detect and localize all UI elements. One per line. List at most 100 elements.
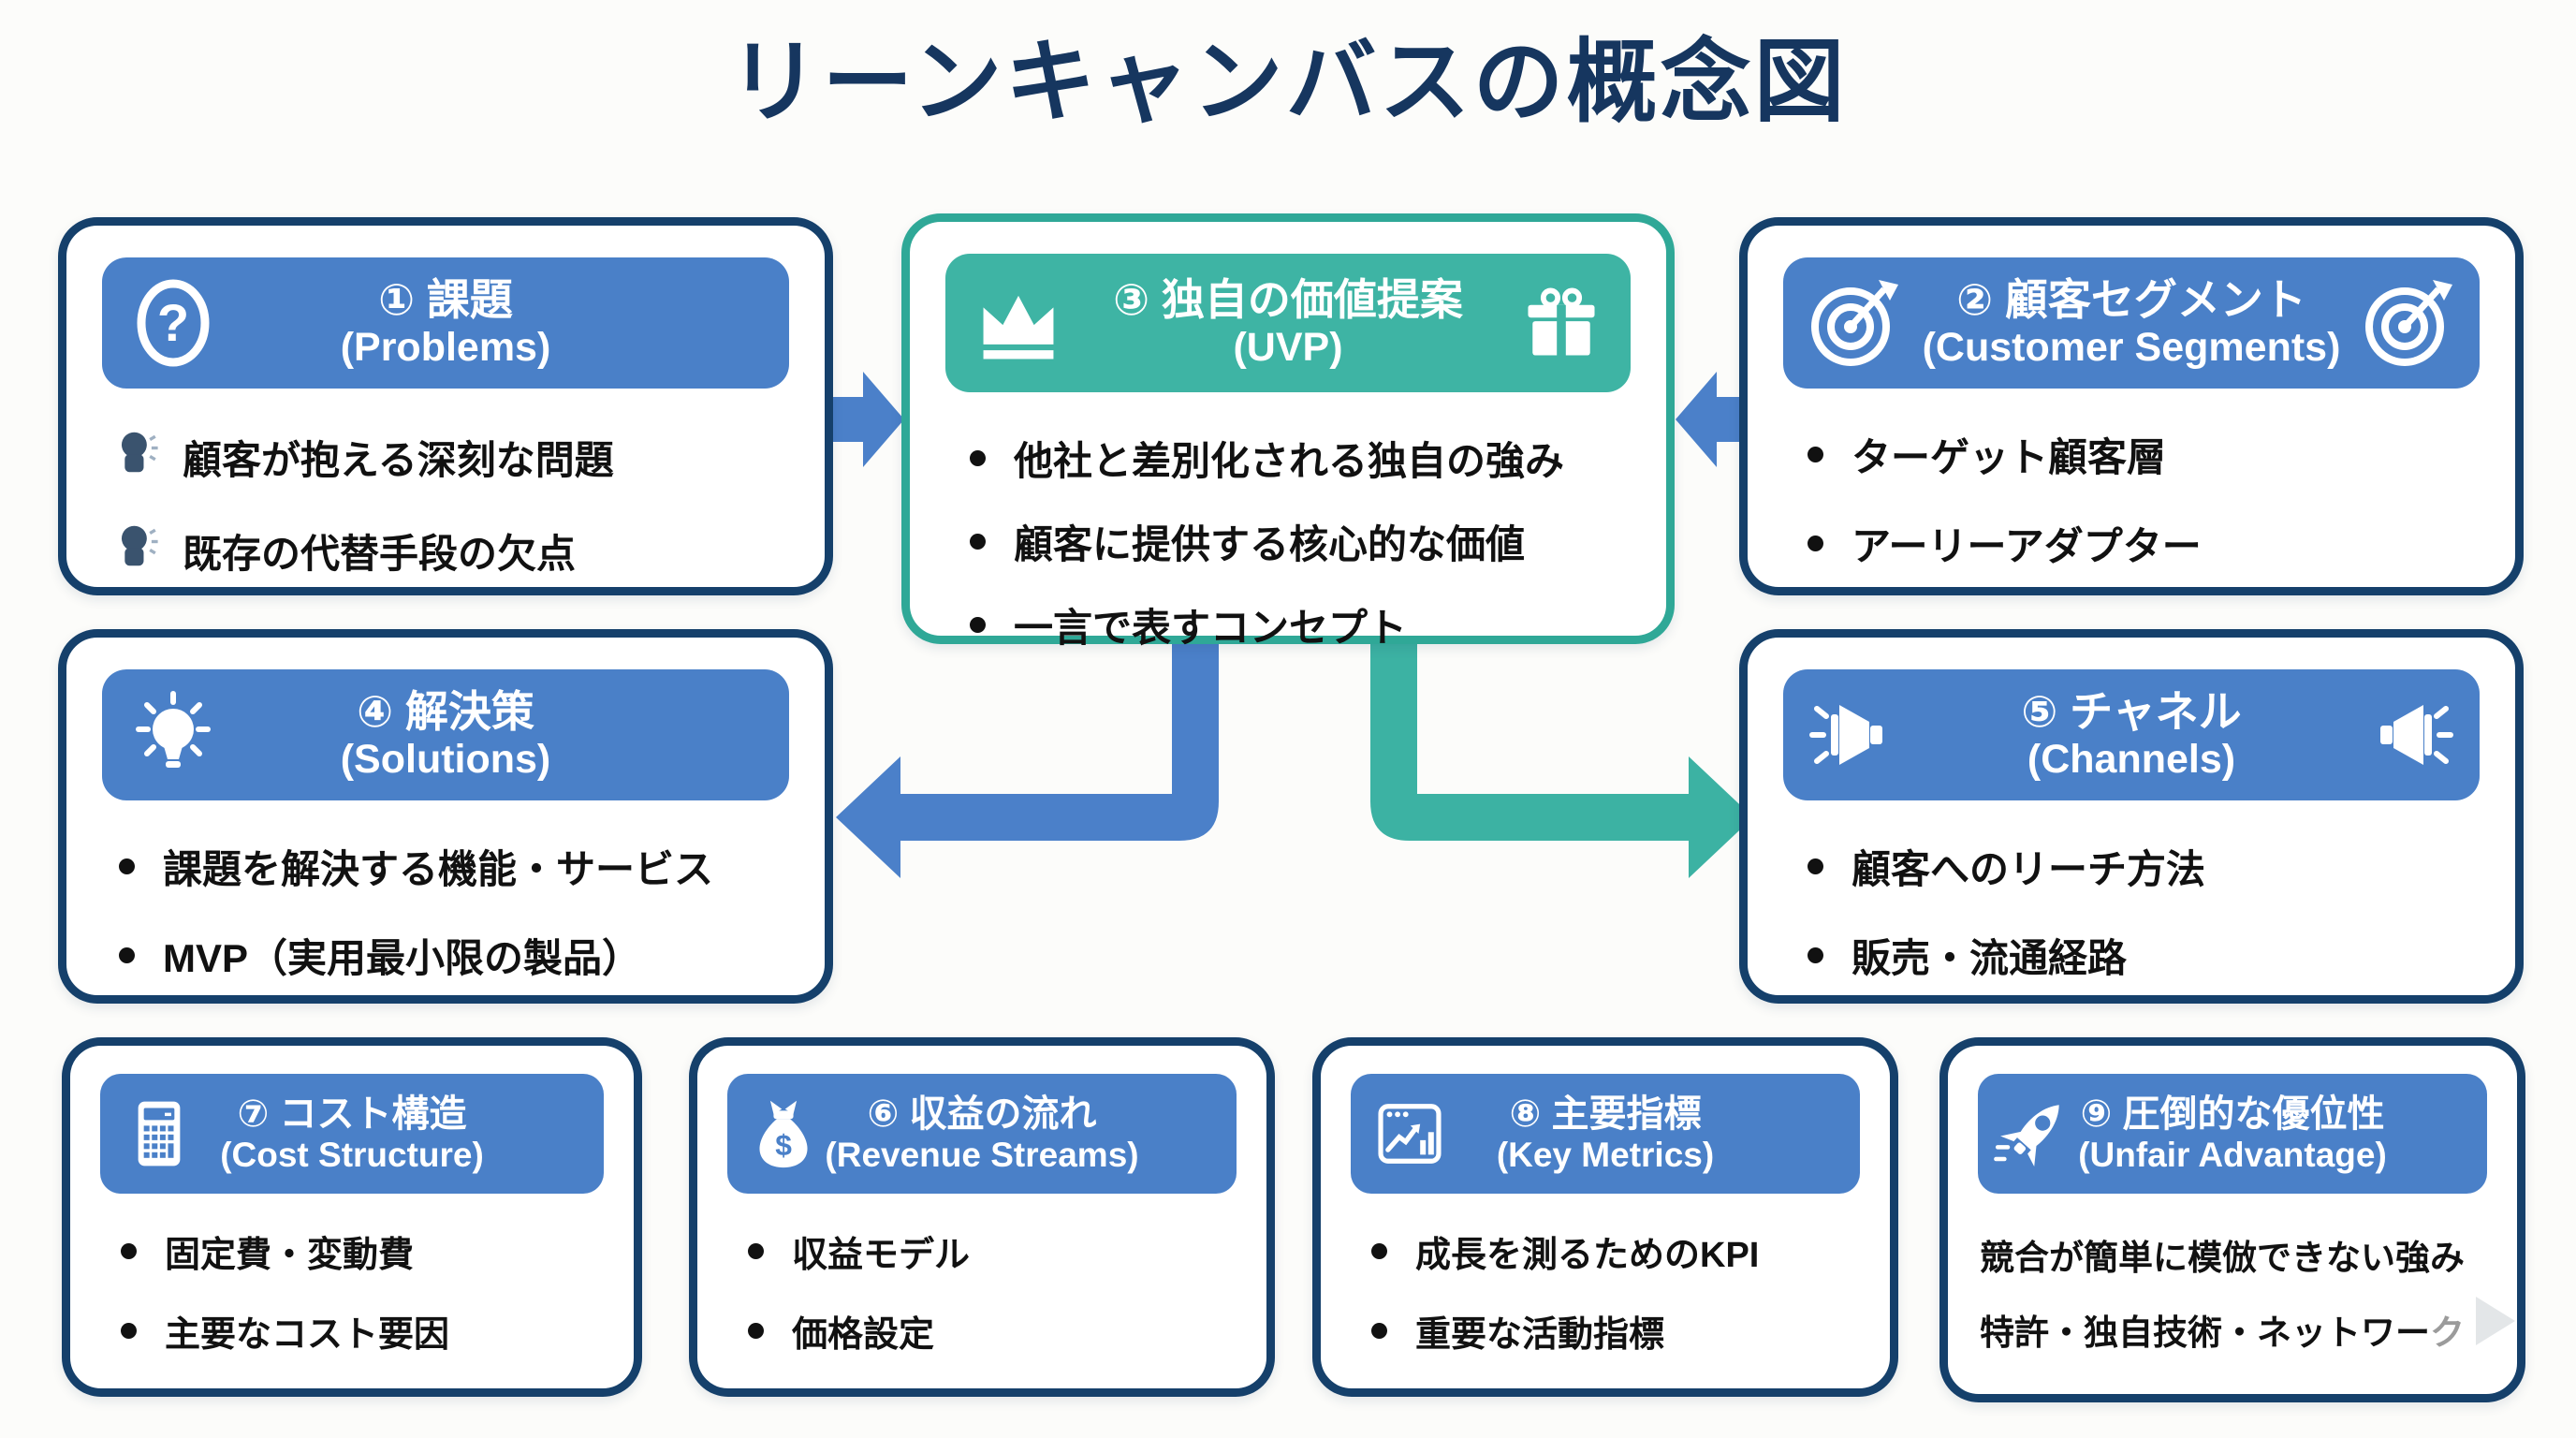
list-item-text: 成長を測るためのKPI bbox=[1415, 1236, 1760, 1275]
list-item: 顧客に提供する核心的な価値 bbox=[970, 513, 1638, 570]
list-item: 特許・独自技術・ネットワーク bbox=[1980, 1304, 2491, 1355]
bullet-dot bbox=[970, 617, 986, 633]
list-item: 収益モデル bbox=[748, 1225, 1238, 1277]
list-item-text: 既存の代替手段の欠点 bbox=[183, 531, 577, 576]
list-item: アーリーアダプター bbox=[1808, 515, 2487, 572]
bullet-dot bbox=[1808, 447, 1823, 462]
list-item-text: ターゲット顧客層 bbox=[1852, 435, 2167, 479]
box-unfair-advantage-title-en: (Unfair Advantage) bbox=[2078, 1135, 2387, 1174]
chart-window-icon bbox=[1369, 1093, 1450, 1174]
box-problems: ? ① 課題 (Problems) 顧客が抱える深刻な問題 bbox=[58, 217, 833, 595]
box-customer-segments-title-jp: ② 顧客セグメント bbox=[1956, 275, 2306, 325]
list-item-text: 課題を解決する機能・サービス bbox=[163, 847, 714, 891]
box-channels: ⑤ チャネル (Channels) 顧客へのリーチ方法 bbox=[1739, 629, 2524, 1004]
bullet-dot bbox=[1371, 1323, 1387, 1339]
list-item-text: 一言で表すコンセプト bbox=[1014, 606, 1408, 650]
box-problems-title-en: (Problems) bbox=[340, 324, 551, 370]
list-item: 価格設定 bbox=[748, 1305, 1238, 1357]
bullet-dot bbox=[121, 1323, 137, 1339]
list-item-text: アーリーアダプター bbox=[1852, 524, 2202, 568]
bullet-dot bbox=[748, 1243, 764, 1259]
bullet-dot bbox=[119, 947, 135, 963]
box-uvp-title-en: (UVP) bbox=[1233, 324, 1343, 370]
page-title: リーンキャンバスの概念図 bbox=[728, 31, 1848, 133]
box-unfair-advantage-header: ⑨ 圧倒的な優位性 (Unfair Advantage) bbox=[1978, 1074, 2487, 1194]
list-item-text: 顧客が抱える深刻な問題 bbox=[183, 437, 614, 482]
list-item-text: 価格設定 bbox=[792, 1315, 935, 1355]
list-item: ターゲット顧客層 bbox=[1808, 426, 2487, 483]
box-solutions-title-jp: ④ 解決策 bbox=[357, 687, 534, 737]
box-solutions: ④ 解決策 (Solutions) 課題を解決する機能・サービス MVP（実用最… bbox=[58, 629, 833, 1004]
gift-icon bbox=[1516, 278, 1606, 368]
box-key-metrics-title-jp: ⑧ 主要指標 bbox=[1509, 1093, 1702, 1135]
rocket-icon bbox=[1991, 1092, 2075, 1176]
box-solutions-header: ④ 解決策 (Solutions) bbox=[102, 669, 789, 800]
box-unfair-advantage-title-jp: ⑨ 圧倒的な優位性 bbox=[2080, 1093, 2385, 1135]
box-solutions-title-en: (Solutions) bbox=[340, 736, 551, 782]
box-channels-header: ⑤ チャネル (Channels) bbox=[1783, 669, 2480, 800]
box-key-metrics: ⑧ 主要指標 (Key Metrics) 成長を測るためのKPI 重要な活動指標 bbox=[1312, 1037, 1898, 1397]
crown-icon bbox=[970, 274, 1067, 372]
list-item: 競合が簡単に模倣できない強み bbox=[1980, 1239, 2465, 1277]
box-cost-structure-title-jp: ⑦ コスト構造 bbox=[237, 1093, 467, 1135]
box-cost-structure-header: ⑦ コスト構造 (Cost Structure) bbox=[100, 1074, 604, 1194]
box-channels-title-en: (Channels) bbox=[2027, 736, 2236, 782]
box-problems-title-jp: ① 課題 bbox=[378, 275, 513, 325]
arrow-segments-to-uvp bbox=[1676, 372, 1741, 467]
box-uvp-header: ③ 独自の価値提案 (UVP) bbox=[945, 254, 1631, 392]
list-item-text: 販売・流通経路 bbox=[1852, 936, 2128, 980]
arrow-uvp-to-channels bbox=[1370, 637, 1753, 878]
list-item-text: 顧客に提供する核心的な価値 bbox=[1014, 522, 1526, 566]
box-revenue-streams-title-en: (Revenue Streams) bbox=[825, 1135, 1139, 1174]
svg-text:?: ? bbox=[157, 293, 189, 352]
arrow-problems-to-uvp bbox=[833, 372, 904, 467]
megaphone-icon bbox=[2362, 688, 2455, 782]
bullet-dot bbox=[748, 1323, 764, 1339]
faded-arrow-artifact bbox=[2476, 1297, 2515, 1345]
list-item-text: 主要なコスト要因 bbox=[165, 1315, 450, 1355]
box-channels-title-jp: ⑤ チャネル bbox=[2021, 687, 2242, 737]
list-item-text: 顧客へのリーチ方法 bbox=[1852, 847, 2206, 891]
arrow-uvp-to-solutions bbox=[836, 637, 1219, 878]
bullet-dot bbox=[1808, 947, 1823, 963]
list-item: 主要なコスト要因 bbox=[121, 1305, 606, 1357]
svg-text:$: $ bbox=[775, 1128, 792, 1162]
moneybag-icon: $ bbox=[742, 1093, 825, 1175]
box-uvp-title-jp: ③ 独自の価値提案 bbox=[1113, 275, 1463, 325]
list-item: 販売・流通経路 bbox=[1808, 927, 2487, 984]
target-icon bbox=[2362, 276, 2455, 370]
list-item-text: 重要な活動指標 bbox=[1415, 1315, 1665, 1355]
box-revenue-streams: $ ⑥ 収益の流れ (Revenue Streams) 収益モデル 価格設定 bbox=[689, 1037, 1275, 1397]
list-item: 固定費・変動費 bbox=[121, 1225, 606, 1277]
box-customer-segments-header: ② 顧客セグメント (Customer Segments) bbox=[1783, 257, 2480, 389]
box-revenue-streams-header: $ ⑥ 収益の流れ (Revenue Streams) bbox=[727, 1074, 1237, 1194]
list-item-text: 収益モデル bbox=[792, 1236, 971, 1275]
box-customer-segments: ② 顧客セグメント (Customer Segments) ターゲット顧客層 ア… bbox=[1739, 217, 2524, 595]
lightbulb-icon bbox=[126, 688, 220, 782]
speaking-head-icon bbox=[113, 520, 166, 581]
list-item-text: 固定費・変動費 bbox=[165, 1236, 415, 1275]
question-icon: ? bbox=[126, 276, 220, 370]
box-cost-structure: ⑦ コスト構造 (Cost Structure) 固定費・変動費 主要なコスト要… bbox=[62, 1037, 642, 1397]
list-item: MVP（実用最小限の製品） bbox=[119, 927, 797, 984]
speaking-head-icon bbox=[113, 426, 166, 488]
list-item-text: 特許・独自技術・ネットワー bbox=[1980, 1313, 2430, 1352]
bullet-dot bbox=[1371, 1243, 1387, 1259]
bullet-dot bbox=[970, 534, 986, 550]
megaphone-icon bbox=[1808, 688, 1901, 782]
bullet-dot bbox=[970, 450, 986, 466]
list-item: 既存の代替手段の欠点 bbox=[113, 520, 797, 581]
target-icon bbox=[1808, 276, 1901, 370]
calculator-icon bbox=[119, 1093, 199, 1174]
list-item: 課題を解決する機能・サービス bbox=[119, 838, 797, 895]
list-item: 顧客へのリーチ方法 bbox=[1808, 838, 2487, 895]
list-item: 顧客が抱える深刻な問題 bbox=[113, 426, 797, 488]
bullet-dot bbox=[1808, 536, 1823, 551]
list-item: 他社と差別化される独自の強み bbox=[970, 430, 1638, 487]
list-item-text: MVP（実用最小限の製品） bbox=[163, 936, 642, 980]
box-problems-header: ? ① 課題 (Problems) bbox=[102, 257, 789, 389]
bullet-dot bbox=[1808, 858, 1823, 874]
bullet-dot bbox=[121, 1243, 137, 1259]
